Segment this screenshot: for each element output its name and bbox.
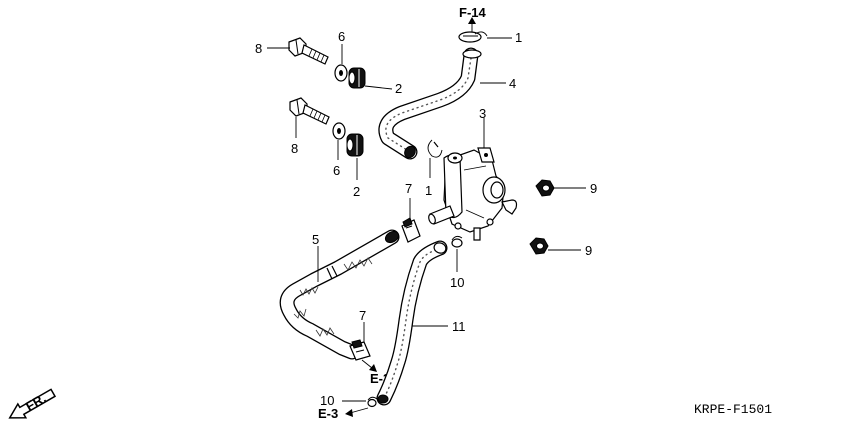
diagram-code: KRPE-F1501	[694, 402, 772, 417]
callout-7-lower: 7	[359, 308, 366, 323]
callout-10-upper: 10	[450, 275, 464, 290]
bolt-lower	[289, 97, 330, 125]
clip-lower	[427, 139, 443, 158]
bolt-upper	[288, 37, 329, 65]
ref-f14: F-14	[459, 5, 487, 20]
arrow-e3-lower-icon	[345, 407, 369, 417]
fuel-pump	[428, 147, 518, 241]
clip-upper	[458, 31, 488, 43]
washer-upper	[334, 64, 348, 82]
callout-10-lower: 10	[320, 393, 334, 408]
callout-6-lower: 6	[333, 163, 340, 178]
ref-e3-lower: E-3	[318, 406, 338, 421]
callout-1-upper: 1	[515, 30, 522, 45]
callout-4: 4	[509, 76, 516, 91]
callout-2-upper: 2	[395, 81, 402, 96]
hose-4	[378, 47, 482, 160]
callout-3: 3	[479, 106, 486, 121]
arrow-e3-upper-icon	[361, 359, 377, 372]
callout-5: 5	[312, 232, 319, 247]
arrow-up-icon	[468, 17, 476, 33]
hose-11	[376, 240, 448, 406]
nut-lower	[529, 237, 549, 255]
front-arrow-icon: FR.	[8, 388, 57, 419]
clamp-lower	[349, 339, 371, 361]
callout-9-lower: 9	[585, 243, 592, 258]
callout-8-upper: 8	[255, 41, 262, 56]
clip-10-lower	[367, 396, 378, 408]
clip-10-upper	[451, 235, 463, 248]
washer-lower	[332, 122, 346, 140]
clamp-upper	[401, 217, 421, 243]
callout-11: 11	[452, 319, 466, 334]
nut-upper	[535, 179, 555, 197]
callout-1-lower: 1	[425, 183, 432, 198]
callout-8-lower: 8	[291, 141, 298, 156]
callout-7-upper: 7	[405, 181, 412, 196]
callout-2-lower: 2	[353, 184, 360, 199]
grommet-lower	[346, 133, 364, 157]
callout-6-upper: 6	[338, 29, 345, 44]
hose-5	[279, 229, 400, 360]
callout-9-upper: 9	[590, 181, 597, 196]
grommet-upper	[348, 67, 366, 89]
leader-2a	[364, 85, 393, 90]
